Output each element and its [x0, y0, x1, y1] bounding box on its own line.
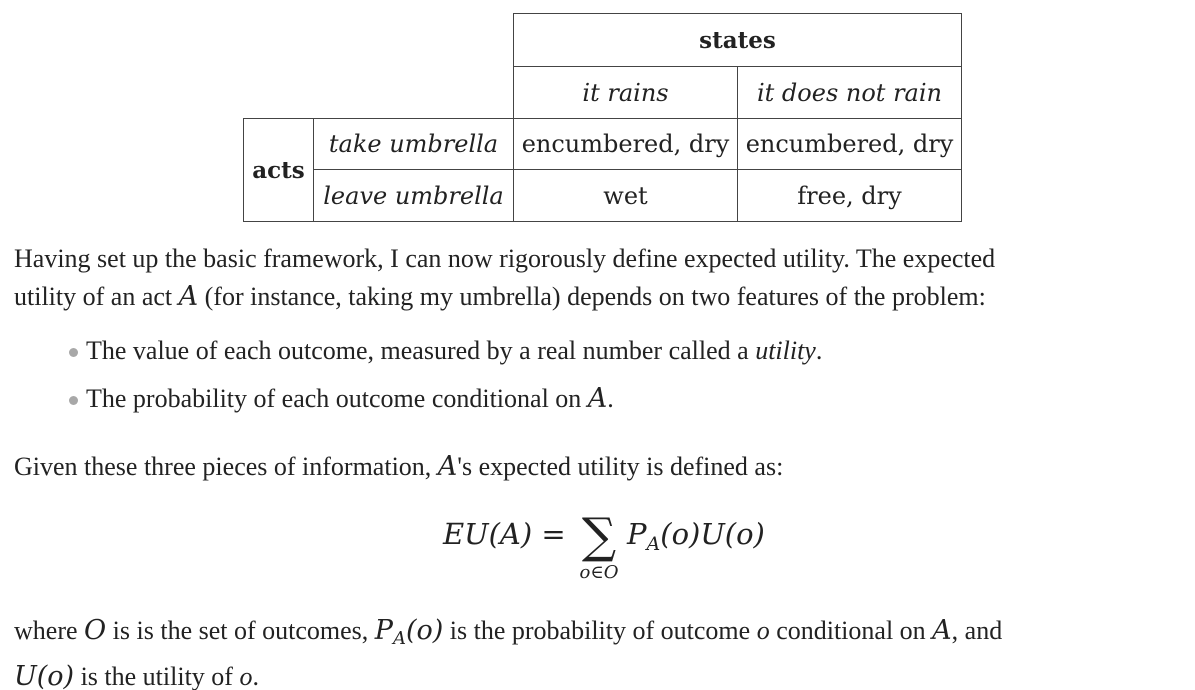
where-text: is the probability of outcome [443, 616, 757, 645]
table-blank-corner [244, 14, 514, 67]
where-text: . [252, 662, 259, 690]
feature-list: The value of each outcome, measured by a… [68, 332, 822, 428]
expected-utility-formula: EU(A) = ∑ o∈O PA(o)U(o) [443, 512, 783, 602]
acts-header: acts [243, 118, 314, 222]
outcome-cell: encumbered, dry [737, 118, 962, 170]
where-text: conditional on [769, 616, 933, 645]
where-text: , and [951, 616, 1003, 645]
where-text: where [14, 616, 85, 645]
where-text: is is the set of outcomes, [106, 616, 375, 645]
math-var-o: o [756, 616, 770, 645]
math-P-subscript: A [392, 628, 406, 649]
bullet-end: . [607, 384, 614, 413]
math-var-A: A [587, 383, 608, 414]
bullet-text: The probability of each outcome conditio… [86, 384, 588, 413]
states-header: states [513, 13, 962, 67]
outcome-cell: free, dry [737, 169, 962, 222]
act-label: take umbrella [313, 118, 514, 170]
state-header-rain: it rains [513, 66, 738, 119]
bullet-dot-icon [69, 396, 78, 405]
state-header-no-rain: it does not rain [737, 66, 962, 119]
list-item: The probability of each outcome conditio… [68, 380, 822, 428]
math-var-A: A [178, 281, 199, 312]
formula-lhs: EU(A) = [443, 517, 566, 551]
bullet-emphasis: utility [755, 336, 816, 365]
summation: ∑ o∈O [573, 512, 625, 583]
given-text-a: Given these three pieces of information, [14, 452, 438, 481]
given-text-b: 's expected utility is defined as: [457, 452, 784, 481]
bullet-dot-icon [69, 348, 78, 357]
decision-table: states it rains it does not rain acts ta… [243, 13, 962, 222]
math-U-of-o: U(o) [14, 661, 75, 690]
where-paragraph: where O is is the set of outcomes, PA(o)… [14, 612, 1002, 690]
math-var-O: O [84, 615, 107, 646]
math-var-A: A [437, 451, 458, 482]
given-paragraph: Given these three pieces of information,… [14, 448, 783, 486]
formula-rhs: PA(o)U(o) [627, 517, 765, 555]
math-var-o: o [239, 662, 253, 690]
list-item: The value of each outcome, measured by a… [68, 332, 822, 380]
table-blank-corner [244, 67, 514, 119]
act-label: leave umbrella [313, 169, 514, 222]
intro-line-2a: utility of an act [14, 282, 179, 311]
bullet-text: The value of each outcome, measured by a… [86, 336, 756, 365]
intro-paragraph: Having set up the basic framework, I can… [14, 240, 995, 316]
outcome-cell: wet [513, 169, 738, 222]
math-P: P [374, 615, 393, 646]
summation-sign-icon: ∑ [581, 508, 617, 564]
math-var-A: A [932, 615, 952, 646]
table-row: acts take umbrella encumbered, dry encum… [243, 118, 962, 222]
where-text: is the utility of [74, 662, 240, 690]
bullet-end: . [815, 336, 823, 365]
intro-line-1: Having set up the basic framework, I can… [14, 244, 996, 273]
math-P-argument: (o) [405, 615, 444, 646]
summation-index: o∈O [579, 562, 619, 583]
table-row: leave umbrella wet free, dry [244, 169, 962, 222]
outcome-cell: encumbered, dry [513, 118, 738, 170]
intro-line-2b: (for instance, taking my umbrella) depen… [198, 282, 986, 311]
